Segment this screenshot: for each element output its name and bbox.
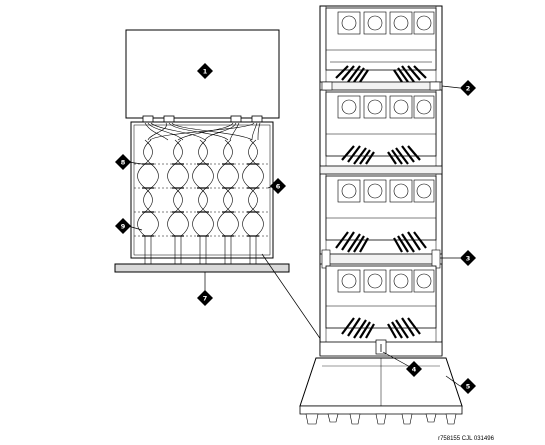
callout-7: 7: [197, 290, 213, 306]
callout-3-label: 3: [466, 255, 471, 263]
figure-id: r758155 CJL 031496: [438, 436, 494, 442]
callout-4: 4: [406, 361, 422, 377]
carrier-spacer-1: [319, 81, 443, 91]
black-diamond-icon: [197, 63, 213, 79]
lacing-bars: [134, 163, 270, 237]
carrier-2: [325, 91, 437, 157]
callout-8-label: 8: [121, 159, 126, 167]
callout-2-label: 2: [466, 85, 471, 93]
ribbon-cables-2: [341, 145, 421, 165]
callout-9-label: 9: [121, 223, 126, 231]
ribbon-cables-4: [341, 317, 421, 339]
callout-4-label: 4: [412, 366, 417, 374]
cabinet-feet: [305, 413, 457, 425]
callout-2: 2: [460, 80, 476, 96]
callout-5-label: 5: [466, 383, 471, 391]
black-diamond-icon: [406, 361, 422, 377]
callout-6: 6: [270, 178, 286, 194]
carrier-spacer-2: [319, 165, 443, 175]
circle-fan-icon: [337, 269, 435, 293]
black-diamond-icon: [460, 250, 476, 266]
callout-7-label: 7: [203, 295, 208, 303]
ribbon-cables-3: [335, 231, 427, 253]
circle-fan-icon: [337, 179, 435, 203]
callout-1-label: 1: [203, 68, 208, 76]
callout-9: 9: [115, 218, 131, 234]
black-diamond-icon: [460, 80, 476, 96]
leader-lines-right: [382, 85, 461, 387]
ribbon-cables-1: [335, 65, 427, 83]
carrier-4: [325, 265, 437, 329]
cabinet-base: [299, 339, 463, 415]
carrier-3: [325, 175, 437, 241]
callout-3: 3: [460, 250, 476, 266]
callout-6-label: 6: [276, 183, 281, 191]
circle-fan-icon: [337, 95, 435, 119]
carrier-1: [325, 7, 437, 71]
cable-bundles-top: [144, 122, 261, 141]
floor-plate: [114, 256, 290, 273]
black-diamond-icon: [460, 378, 476, 394]
black-diamond-icon: [115, 218, 131, 234]
black-diamond-icon: [270, 178, 286, 194]
circle-fan-icon: [337, 11, 435, 35]
callout-1: 1: [197, 63, 213, 79]
callout-8: 8: [115, 154, 131, 170]
panel-connectors: [142, 115, 263, 123]
black-diamond-icon: [197, 290, 213, 306]
black-diamond-icon: [115, 154, 131, 170]
callout-5: 5: [460, 378, 476, 394]
